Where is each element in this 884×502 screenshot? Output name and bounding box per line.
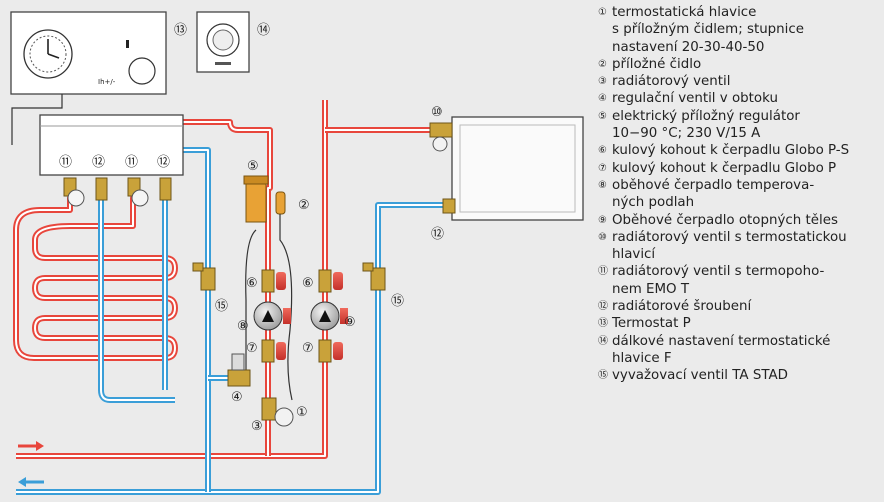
callout-11b: ⑪ bbox=[125, 155, 138, 170]
emo-actuator-icon bbox=[67, 189, 85, 207]
legend-number: ⑤ bbox=[598, 110, 607, 122]
legend-item: ⑦ kulový kohout k čerpadlu Globo P bbox=[598, 160, 882, 177]
pump-arrow-icon bbox=[319, 310, 331, 322]
callout-7a: ⑦ bbox=[246, 341, 258, 356]
radiator-valve-10 bbox=[429, 122, 453, 152]
balancing-valve-right bbox=[362, 262, 386, 291]
callout-15b: ⑮ bbox=[391, 294, 404, 309]
legend-text: dálkové nastavení termostatické hlavice … bbox=[612, 333, 831, 366]
legend-text: Oběhové čerpadlo otopných těles bbox=[612, 212, 838, 228]
return-arrow-icon bbox=[18, 477, 44, 487]
legend-item: ⑭ dálkové nastavení termostatické hlavice… bbox=[598, 333, 882, 368]
callout-12b: ⑫ bbox=[157, 155, 170, 170]
legend-item: ⑤ elektrický příložný regulátor 10−90 °C;… bbox=[598, 108, 882, 143]
callout-12c: ⑫ bbox=[431, 227, 444, 242]
floor-heating-loops bbox=[13, 195, 178, 361]
thermostatic-head-icon bbox=[274, 407, 294, 427]
pump-arrow-icon bbox=[262, 310, 274, 322]
legend-text: radiátorový ventil bbox=[612, 74, 731, 90]
legend-item: ② příložné čidlo bbox=[598, 56, 882, 73]
callout-10: ⑩ bbox=[431, 105, 443, 120]
callout-6b: ⑥ bbox=[302, 276, 314, 291]
radiator-union-12 bbox=[442, 198, 456, 214]
callout-5: ⑤ bbox=[247, 159, 259, 174]
legend-text: kulový kohout k čerpadlu Globo P-S bbox=[612, 143, 850, 159]
heating-system-diagram: Ih+/- ⑬ ⑭ bbox=[10, 11, 584, 495]
callout-12a: ⑫ bbox=[92, 155, 105, 170]
thermostatic-head-icon bbox=[432, 136, 448, 152]
pump-9 bbox=[310, 301, 348, 331]
ball-valve-7a bbox=[261, 339, 286, 363]
callout-14: ⑭ bbox=[257, 23, 270, 38]
legend-text: elektrický příložný regulátor 10−90 °C; … bbox=[612, 108, 800, 142]
legend-item: ⑩ radiátorový ventil s termostatickou hla… bbox=[598, 229, 882, 264]
callout-6a: ⑥ bbox=[246, 276, 258, 291]
radiator-valve-3 bbox=[261, 397, 294, 427]
legend-number: ⑫ bbox=[598, 301, 608, 313]
balancing-valve-left bbox=[192, 262, 216, 291]
callout-13: ⑬ bbox=[174, 23, 187, 38]
callout-15a: ⑮ bbox=[215, 299, 228, 314]
legend-item: ⑬ Termostat P bbox=[598, 315, 882, 332]
thermostat-label: Ih+/- bbox=[98, 78, 116, 86]
legend-number: ⑦ bbox=[598, 162, 607, 174]
contact-sensor bbox=[275, 191, 286, 215]
callout-11a: ⑪ bbox=[59, 155, 72, 170]
legend-item: ⑮ vyvažovací ventil TA STAD bbox=[598, 367, 882, 384]
legend-text: kulový kohout k čerpadlu Globo P bbox=[612, 160, 837, 176]
legend-item: ⑪ radiátorový ventil s termopoho- nem EMO… bbox=[598, 263, 882, 298]
callout-4: ④ bbox=[231, 390, 243, 405]
callout-1: ① bbox=[296, 405, 308, 420]
electric-regulator bbox=[243, 175, 269, 223]
manifold bbox=[39, 114, 184, 176]
legend-text: radiátorový ventil s termostatickou hlav… bbox=[612, 229, 847, 263]
legend-number: ② bbox=[598, 58, 607, 70]
legend-item: ④ regulační ventil v obtoku bbox=[598, 90, 882, 107]
legend-text: Termostat P bbox=[612, 316, 691, 332]
legend-number: ⑪ bbox=[598, 266, 608, 278]
ball-valve-6a bbox=[261, 269, 286, 293]
temperature-knob-icon bbox=[128, 57, 156, 85]
callout-3: ③ bbox=[251, 419, 263, 434]
legend-item: ⑧ oběhové čerpadlo temperova- ných podlah bbox=[598, 177, 882, 212]
legend-number: ⑬ bbox=[598, 318, 608, 330]
legend-item: ⑥ kulový kohout k čerpadlu Globo P-S bbox=[598, 142, 882, 159]
legend: ① termostatická hlavice s příložným čidle… bbox=[598, 4, 882, 385]
supply-arrow-icon bbox=[18, 441, 44, 451]
legend-text: vyvažovací ventil TA STAD bbox=[612, 368, 788, 384]
legend-number: ④ bbox=[598, 93, 607, 105]
legend-number: ⑨ bbox=[598, 214, 607, 226]
legend-number: ① bbox=[598, 7, 607, 18]
legend-number: ⑭ bbox=[598, 335, 608, 347]
ball-valve-7b bbox=[318, 339, 343, 363]
bypass-valve bbox=[227, 353, 251, 387]
callout-7b: ⑦ bbox=[302, 341, 314, 356]
radiator bbox=[451, 116, 584, 221]
legend-number: ⑧ bbox=[598, 179, 607, 191]
legend-number: ⑥ bbox=[598, 145, 607, 157]
legend-number: ③ bbox=[598, 76, 607, 88]
legend-text: příložné čidlo bbox=[612, 56, 702, 72]
legend-number: ⑩ bbox=[598, 231, 607, 243]
callout-9: ⑨ bbox=[344, 315, 356, 330]
legend-text: termostatická hlavice s příložným čidlem… bbox=[612, 5, 804, 55]
callout-2: ② bbox=[298, 198, 310, 213]
legend-text: radiátorový ventil s termopoho- nem EMO … bbox=[612, 264, 825, 297]
legend-item: ⑨ Oběhové čerpadlo otopných těles bbox=[598, 212, 882, 229]
pump-8 bbox=[253, 301, 291, 331]
legend-number: ⑮ bbox=[598, 370, 608, 382]
remote-adjuster bbox=[196, 11, 250, 73]
legend-item: ③ radiátorový ventil bbox=[598, 73, 882, 90]
legend-text: regulační ventil v obtoku bbox=[612, 91, 778, 107]
legend-item: ① termostatická hlavice s příložným čidle… bbox=[598, 4, 882, 56]
legend-item: ⑫ radiátorové šroubení bbox=[598, 298, 882, 315]
emo-actuator-icon bbox=[131, 189, 149, 207]
ball-valve-6b bbox=[318, 269, 343, 293]
manifold-valves bbox=[63, 177, 172, 207]
legend-text: radiátorové šroubení bbox=[612, 299, 752, 315]
callout-8: ⑧ bbox=[237, 319, 249, 334]
legend-text: oběhové čerpadlo temperova- ných podlah bbox=[612, 177, 815, 211]
thermostat-p: Ih+/- bbox=[10, 11, 167, 95]
